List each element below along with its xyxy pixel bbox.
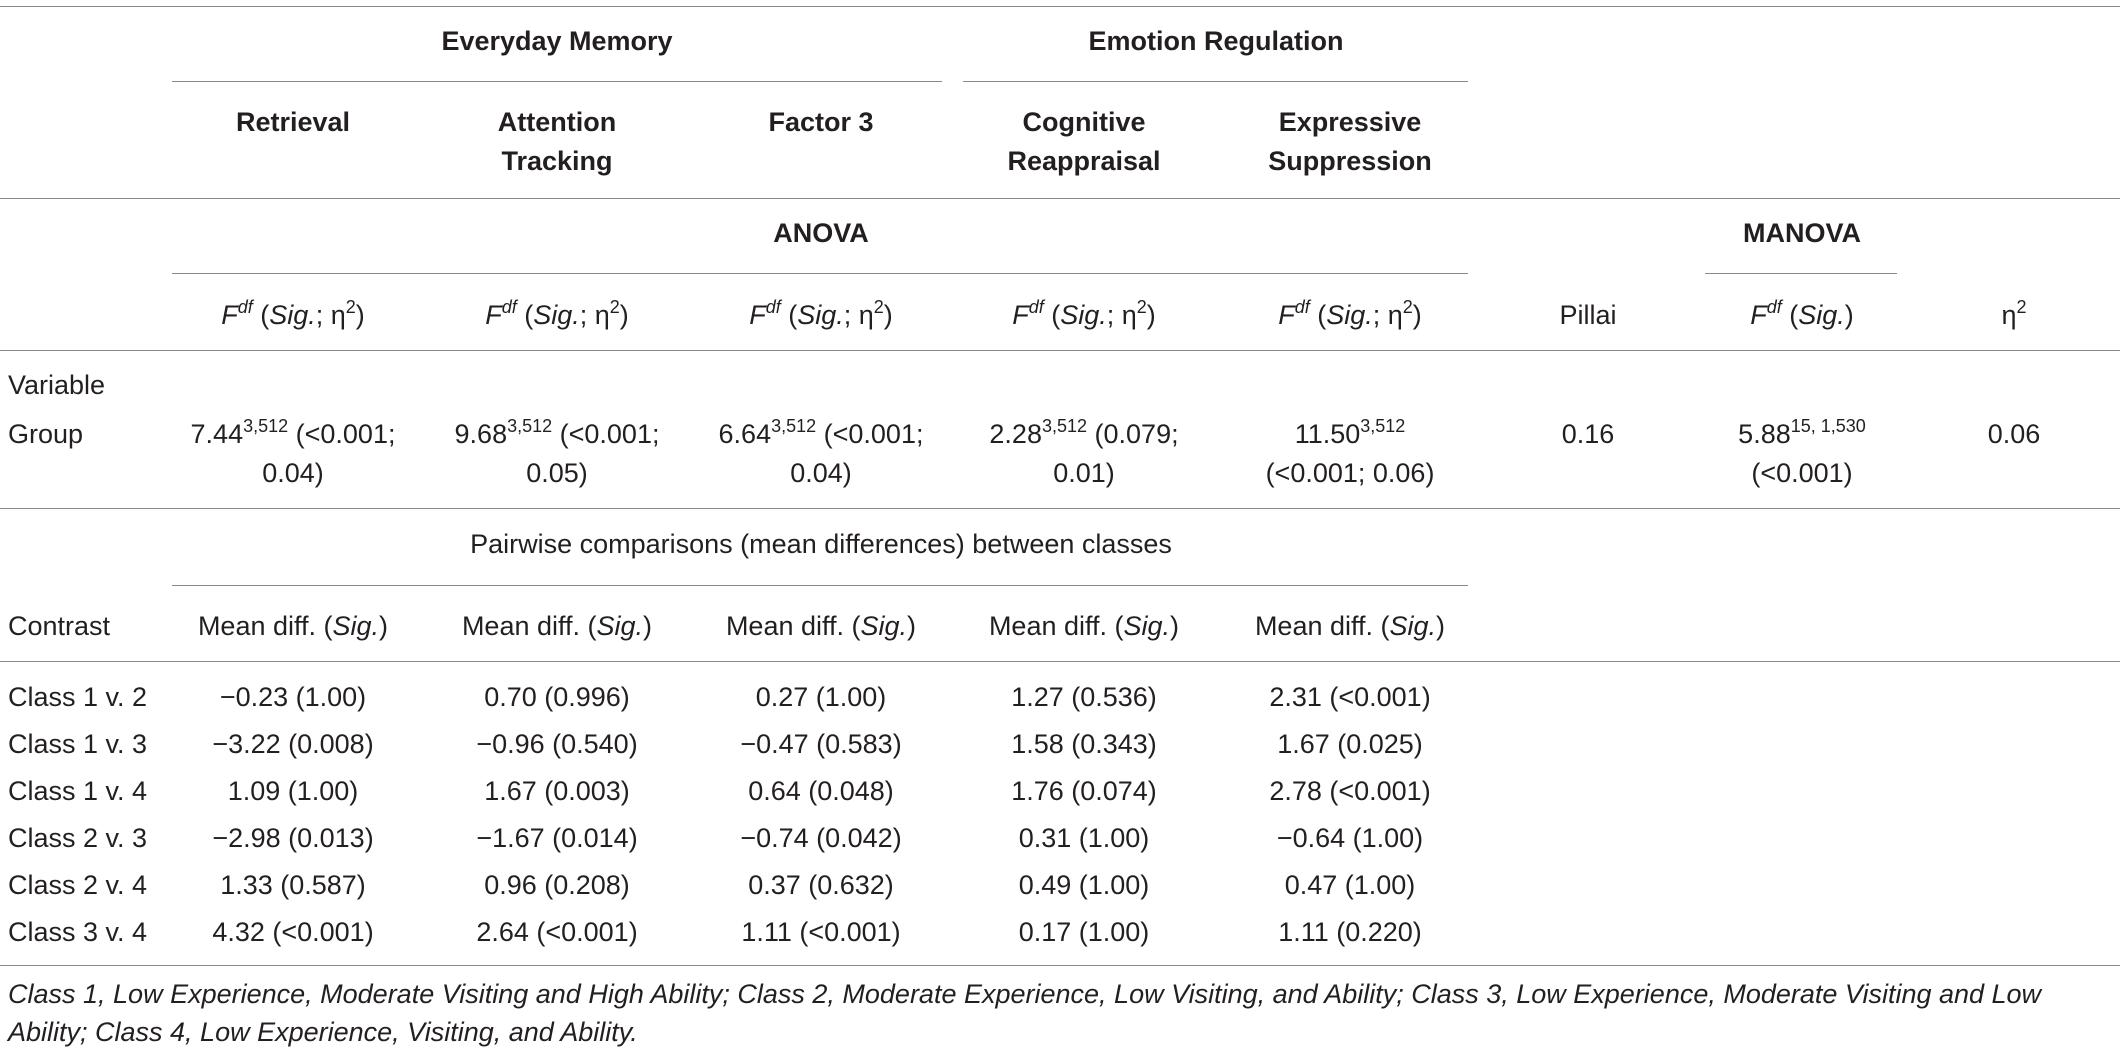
cell-retrieval: 1.33 (0.587) [220, 870, 366, 900]
row-label-group: Group [8, 419, 84, 449]
group-emotion-regulation: Emotion Regulation [1088, 26, 1344, 56]
group-manova-f-line2: (<0.001) [1751, 458, 1853, 488]
pairwise-title: Pairwise comparisons (mean differences) … [470, 529, 1172, 559]
rule-contrast-header [0, 661, 2120, 662]
cell-expressive: 2.78 (<0.001) [1269, 776, 1431, 806]
col-factor3: Factor 3 [768, 107, 874, 137]
cell-cognitive: 1.76 (0.074) [1011, 776, 1157, 806]
group-expressive-line1: 11.503,512 [1294, 416, 1406, 449]
cell-factor3: 0.64 (0.048) [748, 776, 894, 806]
group-cognitive-line2: 0.01) [1053, 458, 1115, 488]
cell-attention: 0.96 (0.208) [484, 870, 630, 900]
group-cognitive-line1: 2.283,512 (0.079; [989, 416, 1179, 449]
rule-group-row [0, 508, 2120, 509]
cell-expressive: 0.47 (1.00) [1284, 870, 1416, 900]
cell-retrieval: 1.09 (1.00) [227, 776, 359, 806]
stat-header-eta2: η2 [2001, 297, 2027, 330]
cell-expressive: 2.31 (<0.001) [1269, 682, 1431, 712]
group-attention-line2: 0.05) [526, 458, 588, 488]
contrast-label: Class 2 v. 3 [8, 823, 148, 853]
group-factor3-line1: 6.643,512 (<0.001; [718, 416, 924, 449]
cell-attention: 1.67 (0.003) [484, 776, 630, 806]
contrast-label: Class 2 v. 4 [8, 870, 148, 900]
rule-column-headers [0, 198, 2120, 199]
stat-header-pillai: Pillai [1559, 300, 1617, 330]
section-anova: ANOVA [773, 218, 869, 248]
col-attention-line2: Tracking [501, 146, 613, 176]
col-retrieval: Retrieval [235, 107, 351, 137]
cell-attention: −0.96 (0.540) [476, 729, 638, 759]
col-cognitive-line1: Cognitive [1022, 107, 1146, 137]
section-manova: MANOVA [1743, 218, 1861, 248]
col-expressive-line1: Expressive [1278, 107, 1422, 137]
mean-diff-header-factor3: Mean diff. (Sig.) [725, 611, 917, 641]
col-expressive-line2: Suppression [1268, 146, 1432, 176]
cell-cognitive: 1.58 (0.343) [1011, 729, 1157, 759]
mean-diff-header-cognitive: Mean diff. (Sig.) [988, 611, 1180, 641]
stat-header-retrieval: Fdf (Sig.; η2) [221, 297, 365, 330]
contrast-label: Class 1 v. 4 [8, 776, 148, 806]
cell-cognitive: 0.17 (1.00) [1018, 917, 1150, 947]
mean-diff-header-expressive: Mean diff. (Sig.) [1254, 611, 1446, 641]
cell-retrieval: 4.32 (<0.001) [212, 917, 374, 947]
cell-cognitive: 1.27 (0.536) [1011, 682, 1157, 712]
cell-expressive: 1.67 (0.025) [1277, 729, 1423, 759]
contrast-label: Class 3 v. 4 [8, 917, 148, 947]
cell-cognitive: 0.49 (1.00) [1018, 870, 1150, 900]
stat-header-cognitive: Fdf (Sig.; η2) [1012, 297, 1156, 330]
cell-retrieval: −2.98 (0.013) [212, 823, 374, 853]
cell-attention: −1.67 (0.014) [476, 823, 638, 853]
contrast-header: Contrast [8, 611, 111, 641]
stat-header-manova-f: Fdf (Sig.) [1750, 297, 1854, 330]
rule-manova [1705, 273, 1897, 274]
cell-expressive: −0.64 (1.00) [1276, 823, 1424, 853]
rule-pairwise-title [172, 585, 1468, 586]
group-factor3-line2: 0.04) [790, 458, 852, 488]
cell-factor3: 1.11 (<0.001) [741, 917, 901, 947]
cell-factor3: 0.37 (0.632) [748, 870, 894, 900]
group-pillai: 0.16 [1561, 419, 1615, 449]
row-label-variable: Variable [8, 370, 106, 400]
rule-everyday-memory [172, 81, 942, 82]
contrast-label: Class 1 v. 3 [8, 729, 148, 759]
table-footnote: Class 1, Low Experience, Moderate Visiti… [8, 979, 2042, 1047]
contrast-label: Class 1 v. 2 [8, 682, 148, 712]
group-expressive-line2: (<0.001; 0.06) [1265, 458, 1435, 488]
cell-factor3: 0.27 (1.00) [755, 682, 887, 712]
group-attention-line1: 9.683,512 (<0.001; [454, 416, 660, 449]
stat-header-factor3: Fdf (Sig.; η2) [749, 297, 893, 330]
group-retrieval-line1: 7.443,512 (<0.001; [190, 416, 396, 449]
stat-header-attention: Fdf (Sig.; η2) [485, 297, 629, 330]
group-everyday-memory: Everyday Memory [441, 26, 673, 56]
stat-header-expressive: Fdf (Sig.; η2) [1278, 297, 1422, 330]
rule-anova [172, 273, 1468, 274]
mean-diff-header-retrieval: Mean diff. (Sig.) [197, 611, 389, 641]
rule-stat-headers [0, 350, 2120, 351]
rule-emotion-regulation [963, 81, 1468, 82]
cell-expressive: 1.11 (0.220) [1278, 917, 1422, 947]
cell-attention: 2.64 (<0.001) [476, 917, 638, 947]
group-retrieval-line2: 0.04) [262, 458, 324, 488]
cell-factor3: −0.47 (0.583) [740, 729, 902, 759]
cell-attention: 0.70 (0.996) [484, 682, 630, 712]
cell-cognitive: 0.31 (1.00) [1018, 823, 1150, 853]
rule-bottom [0, 965, 2120, 966]
mean-diff-header-attention: Mean diff. (Sig.) [461, 611, 653, 641]
col-cognitive-line2: Reappraisal [1007, 146, 1161, 176]
group-eta2: 0.06 [1987, 419, 2041, 449]
cell-retrieval: −3.22 (0.008) [212, 729, 374, 759]
rule-top [0, 6, 2120, 7]
col-attention-line1: Attention [497, 107, 617, 137]
cell-factor3: −0.74 (0.042) [740, 823, 902, 853]
cell-retrieval: −0.23 (1.00) [219, 682, 367, 712]
group-manova-f-line1: 5.8815, 1,530 [1738, 416, 1866, 449]
